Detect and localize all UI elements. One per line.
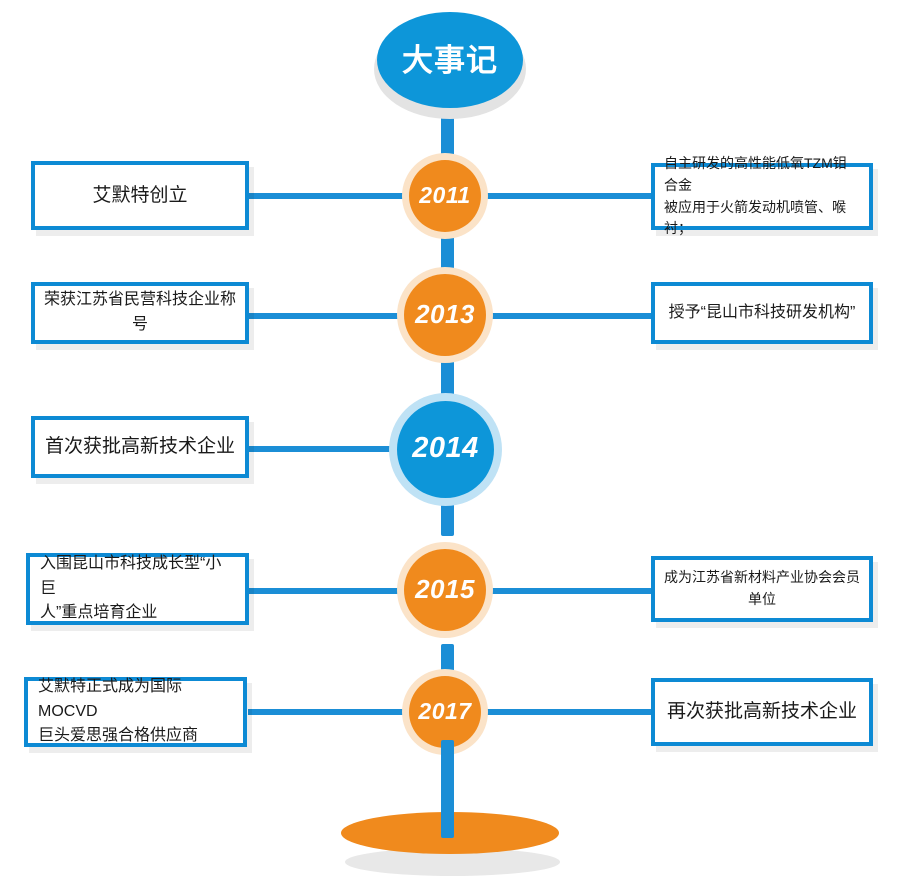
event-box-left-2014[interactable]: 首次获批高新技术企业 <box>31 416 249 478</box>
event-box-right-2015[interactable]: 成为江苏省新材料产业协会会员单位 <box>651 556 873 622</box>
node-2011[interactable]: 2011 <box>409 160 481 232</box>
event-text-left-2011: 艾默特创立 <box>92 184 188 206</box>
spine-segment-2014-2015 <box>441 496 454 536</box>
node-label-2013: 2013 <box>415 299 475 329</box>
connector-arm-right-2017 <box>477 709 652 715</box>
event-box-left-2013[interactable]: 荣获江苏省民营科技企业称号 <box>31 282 249 344</box>
connector-arm-right-2013 <box>484 313 652 319</box>
spine-segment-over-base <box>441 740 454 838</box>
event-text-left-2017-line1: 艾默特正式成为国际MOCVD <box>38 677 183 720</box>
node-label-2011: 2011 <box>419 181 471 208</box>
spine-segment-2013-2014 <box>441 356 454 398</box>
connector-arm-left-2013 <box>248 313 410 319</box>
title-circle: 大事记 <box>377 12 523 108</box>
event-text-right-2017: 再次获批高新技术企业 <box>666 701 857 723</box>
event-box-right-2011[interactable]: 自主研发的高性能低氧TZM钼合金 被应用于火箭发动机喷管、喉衬； <box>651 155 873 236</box>
event-text-right-2015: 成为江苏省新材料产业协会会员单位 <box>664 569 860 607</box>
event-box-left-2017[interactable]: 艾默特正式成为国际MOCVD 巨头爱思强合格供应商 <box>24 677 247 747</box>
connector-arm-right-2015 <box>484 588 652 594</box>
node-label-2017: 2017 <box>418 697 472 724</box>
node-label-2015: 2015 <box>415 574 475 604</box>
event-text-right-2011-line1: 自主研发的高性能低氧TZM钼合金 <box>664 155 847 193</box>
event-box-right-2013[interactable]: 授予“昆山市科技研发机构” <box>651 282 873 344</box>
event-box-right-2017[interactable]: 再次获批高新技术企业 <box>651 678 873 746</box>
connector-arm-right-2011 <box>477 193 655 199</box>
event-text-left-2015-line1: 入围昆山市科技成长型“小巨 <box>40 554 222 597</box>
connector-arm-left-2017 <box>248 709 418 715</box>
page-title: 大事记 <box>402 42 498 78</box>
event-text-left-2015-line2: 人”重点培育企业 <box>40 604 158 622</box>
node-2015[interactable]: 2015 <box>404 549 486 631</box>
node-2014[interactable]: 2014 <box>397 401 494 498</box>
event-text-right-2013: 授予“昆山市科技研发机构” <box>668 303 856 321</box>
connector-arm-left-2014 <box>248 446 403 452</box>
event-text-left-2014: 首次获批高新技术企业 <box>44 436 235 458</box>
node-label-2014: 2014 <box>412 432 479 464</box>
node-2017[interactable]: 2017 <box>409 676 481 748</box>
event-text-right-2011-line2: 被应用于火箭发动机喷管、喉衬； <box>664 198 846 237</box>
node-2013[interactable]: 2013 <box>404 274 486 356</box>
event-text-left-2013: 荣获江苏省民营科技企业称号 <box>43 291 236 333</box>
event-text-left-2017-line2: 巨头爱思强合格供应商 <box>38 727 199 745</box>
event-box-left-2011[interactable]: 艾默特创立 <box>31 161 249 230</box>
event-box-left-2015[interactable]: 入围昆山市科技成长型“小巨 人”重点培育企业 <box>26 553 249 625</box>
connector-arm-left-2015 <box>248 588 410 594</box>
connector-arm-left-2011 <box>248 193 418 199</box>
